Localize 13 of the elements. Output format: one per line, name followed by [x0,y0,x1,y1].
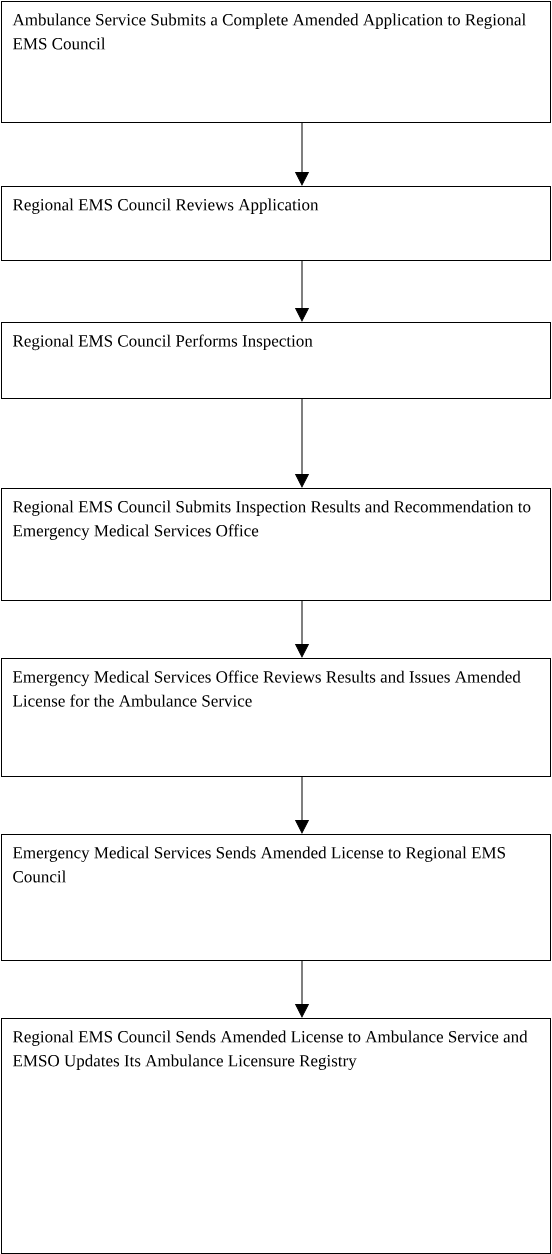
process-box: Regional EMS Council Reviews Application [1,186,551,261]
arrow [295,776,309,834]
arrow [295,398,309,488]
process-box: Regional EMS Council Sends Amended License to Ambulance Service and EMSO Updates Its Ambulance Licensure Registry [1,1018,551,1254]
process-box: Ambulance Service Submits a Complete Amended Application to Regional EMS Council [1,1,551,123]
process-box: Emergency Medical Services Sends Amended License to Regional EMS Council [1,834,551,961]
process-box: Emergency Medical Services Office Reviews Results and Issues Amended License for the Ambulance Service [1,658,551,777]
arrow [295,960,309,1018]
arrow [295,260,309,322]
arrow [295,122,309,186]
process-box: Regional EMS Council Submits Inspection Results and Recommendation to Emergency Medical Services Office [1,488,551,601]
process-box: Regional EMS Council Performs Inspection [1,322,551,399]
arrow [295,600,309,658]
